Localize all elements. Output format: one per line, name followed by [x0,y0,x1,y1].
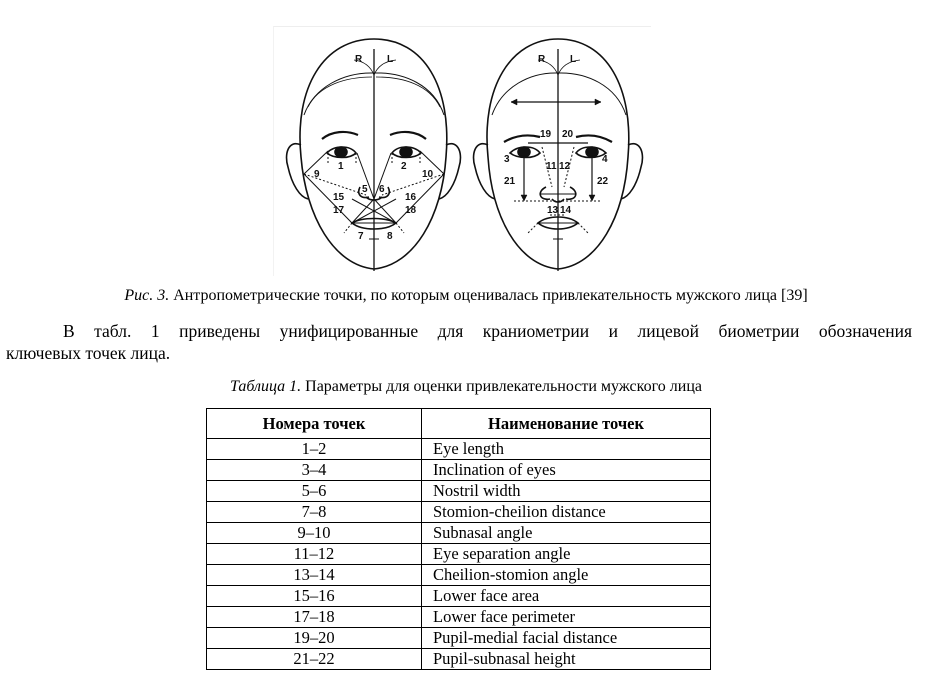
right-face-diagram [472,38,644,271]
figure-caption: Рис. 3. Антропометрические точки, по кот… [0,286,932,306]
label-point-11: 11 [546,161,557,172]
label-point-4: 4 [602,154,608,165]
cell-name: Subnasal angle [421,522,711,544]
paragraph-line-1: В табл. 1 приведены унифицированные для … [63,321,912,341]
anthropometric-face-figure: R L 1 2 5 6 7 8 9 10 15 16 17 18 [273,26,651,276]
table-header-row: Номера точек Наименование точек [206,408,711,439]
cell-points: 1–2 [206,438,422,460]
label-point-6: 6 [379,184,385,195]
cell-points: 11–12 [206,543,422,565]
label-point-13: 13 [547,205,559,216]
cell-name: Pupil-medial facial distance [421,627,711,649]
label-l: L [387,54,393,65]
label-point-5: 5 [362,184,368,195]
label-point-21: 21 [504,176,516,187]
label-point-12: 12 [559,161,571,172]
cell-points: 3–4 [206,459,422,481]
figure-caption-text: Антропометрические точки, по которым оце… [169,287,808,304]
table-title: Таблица 1. Параметры для оценки привлека… [0,377,932,397]
cell-name: Eye separation angle [421,543,711,565]
figure-caption-prefix: Рис. 3. [124,287,170,304]
left-face-diagram [285,38,462,271]
cell-points: 5–6 [206,480,422,502]
cell-name: Inclination of eyes [421,459,711,481]
label-point-22: 22 [597,176,609,187]
cell-points: 9–10 [206,522,422,544]
cell-name: Cheilion-stomion angle [421,564,711,586]
table-title-prefix: Таблица 1. [230,378,302,395]
cell-points: 21–22 [206,648,422,670]
label-point-8: 8 [387,231,393,242]
label-point-14: 14 [560,205,572,216]
cell-points: 13–14 [206,564,422,586]
table-title-text: Параметры для оценки привлекательности м… [301,378,702,395]
body-paragraph: В табл. 1 приведены унифицированные для … [6,320,912,342]
label-r: R [538,54,546,65]
cell-name: Lower face perimeter [421,606,711,628]
cell-name: Lower face area [421,585,711,607]
label-point-2: 2 [401,161,407,172]
right-face-labels: R L 3 4 11 12 13 14 19 20 21 22 [504,54,609,216]
label-point-3: 3 [504,154,510,165]
label-point-15: 15 [333,192,345,203]
label-point-19: 19 [540,129,552,140]
face-diagrams: R L 1 2 5 6 7 8 9 10 15 16 17 18 [285,38,644,271]
label-point-17: 17 [333,205,345,216]
label-point-18: 18 [405,205,417,216]
label-r: R [355,54,363,65]
cell-name: Stomion-cheilion distance [421,501,711,523]
label-point-16: 16 [405,192,417,203]
left-face-labels: R L 1 2 5 6 7 8 9 10 15 16 17 18 [314,54,434,242]
header-point-numbers: Номера точек [206,408,422,439]
paragraph-line-2: ключевых точек лица. [6,343,171,363]
cell-points: 15–16 [206,585,422,607]
label-point-1: 1 [338,161,344,172]
cell-name: Nostril width [421,480,711,502]
cell-points: 19–20 [206,627,422,649]
cell-name: Pupil-subnasal height [421,648,711,670]
label-point-10: 10 [422,169,434,180]
label-point-7: 7 [358,231,364,242]
cell-points: 7–8 [206,501,422,523]
label-point-9: 9 [314,169,320,180]
cell-name: Eye length [421,438,711,460]
label-point-20: 20 [562,129,574,140]
label-l: L [570,54,576,65]
header-point-names: Наименование точек [421,408,711,439]
cell-points: 17–18 [206,606,422,628]
